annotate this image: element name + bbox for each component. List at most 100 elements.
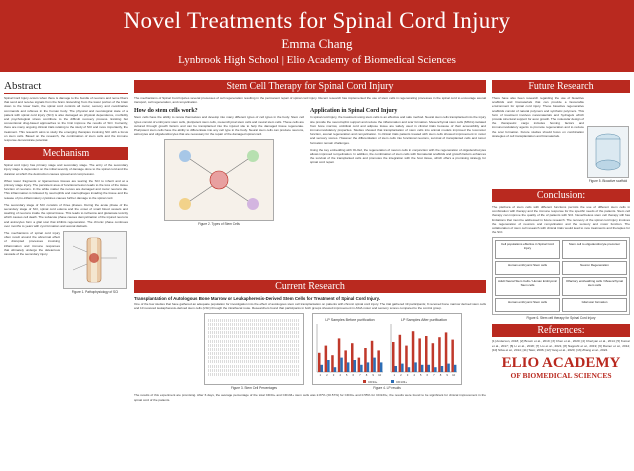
mechanism-text-1: Spinal cord injury has primary stage and… (4, 163, 128, 176)
bioactive-scaffold-caption: Figure 5. Bioactive scaffold (588, 179, 628, 183)
bar-CD133+ (427, 365, 431, 373)
bar-CD133+ (366, 362, 370, 373)
bioactive-scaffold-figure (587, 126, 629, 178)
bar-CD34+ (344, 350, 347, 373)
bar-CD133+ (353, 360, 357, 373)
bar-CD34+ (438, 337, 441, 373)
mechanism-text-3: The secondary stage of SCI consists of t… (4, 202, 128, 228)
logo-line-2: OF BIOMEDICAL SCIENCES (510, 371, 612, 381)
bar-CD133+ (320, 365, 324, 373)
bar-CD34+ (425, 336, 428, 373)
x-tick-label: 2 (400, 373, 402, 377)
mechanism-text-4: The mechanisms of spinal cord injury oft… (4, 231, 60, 257)
bar-CD133+ (333, 367, 337, 373)
x-tick-label: 4 (339, 373, 341, 377)
poster-affiliation: Lynbrook High School | Elio Academy of B… (178, 54, 456, 66)
current-research-text: One of the few studies that have gathere… (134, 302, 486, 311)
bar-CD133+ (447, 364, 450, 373)
current-research-heading: Current Research (134, 280, 486, 293)
conclusion-caption: Figure 6. Stem cell therapy for Spinal C… (526, 316, 596, 321)
poster-author: Emma Chang (281, 36, 353, 51)
legend-label: CD133+ (396, 380, 407, 384)
conclusion-box: Olfactory ensheathing cells / Mesenchyma… (562, 277, 627, 296)
how-stem-cells-text: Stem cells have the ability to renew the… (134, 115, 304, 137)
bar-CD34+ (431, 343, 435, 373)
bar-CD133+ (453, 365, 457, 373)
conclusion-box: Neuron Regeneration (562, 260, 627, 276)
right-column: Future Research There have also been res… (492, 80, 630, 468)
bar-CD133+ (407, 367, 411, 373)
application-heading: Application in Spinal Cord Injury (310, 108, 398, 115)
logo-line-1: ELIO ACADEMY (501, 355, 621, 372)
x-tick-label: 7 (359, 373, 361, 377)
abstract-rule (4, 93, 128, 94)
pathophysiology-caption: Figure 1. Pathophysiology of SCI (71, 290, 119, 295)
x-tick-label: 9 (446, 373, 448, 377)
bar-CD133+ (346, 362, 350, 373)
bar-CD133+ (401, 364, 404, 373)
how-stem-cells-heading: How do stem cells work? (134, 108, 198, 115)
bar-CD34+ (444, 332, 448, 373)
references-heading: References: (492, 324, 630, 338)
legend-swatch (391, 380, 394, 384)
poster-header: Novel Treatments for Spinal Cord Injury … (0, 0, 634, 72)
conclusion-box: Human embryonic Stem cells (495, 297, 560, 313)
mechanism-text-2: When lower fragments or ligamentous tiss… (4, 178, 128, 200)
x-tick-label: 6 (353, 373, 355, 377)
chart-title: LP Samples After purification (401, 318, 447, 322)
x-tick-label: 10 (378, 373, 382, 377)
x-tick-label: 2 (326, 373, 328, 377)
pathophysiology-figure (63, 231, 127, 290)
abstract-text: Spinal Cord Injury occurs when there is … (4, 96, 128, 143)
bar-CD133+ (340, 358, 343, 373)
bar-CD34+ (451, 340, 454, 373)
mechanism-heading: Mechanism (4, 147, 128, 161)
bar-CD133+ (394, 366, 398, 373)
x-tick-label: 8 (440, 373, 442, 377)
legend-label: CD34+ (368, 380, 378, 384)
chart-title: LP Samples Before purification (325, 318, 374, 322)
bar-CD34+ (318, 353, 321, 373)
conclusion-box: Human embryonic Stem cells (495, 260, 560, 276)
scaffold-illustration (595, 133, 621, 171)
x-tick-label: 6 (427, 373, 429, 377)
x-tick-label: 3 (333, 373, 335, 377)
bar-CD34+ (337, 338, 341, 373)
stem-cell-intro: The mechanisms of Spinal Cord Injuries s… (134, 96, 486, 105)
x-tick-label: 1 (320, 373, 322, 377)
center-column: Stem Cell Therapy for Spinal Cord Injury… (134, 80, 486, 468)
bar-CD34+ (351, 343, 354, 373)
x-tick-label: 4 (413, 373, 415, 377)
x-tick-label: 5 (420, 373, 422, 377)
stem-cell-diagram (179, 150, 259, 211)
conclusion-heading: Conclusion: (492, 189, 630, 202)
x-tick-label: 5 (346, 373, 348, 377)
x-tick-label: 7 (433, 373, 435, 377)
stem-cell-percentages-table (204, 313, 304, 386)
stem-cell-percentages-caption: Figure 3. Stem Cell Percentages (230, 386, 278, 391)
elio-academy-logo: ELIO ACADEMY OF BIOMEDICAL SCIENCES (492, 355, 630, 381)
current-research-result: The results of this experiment are promi… (134, 393, 486, 402)
bar-CD34+ (418, 338, 421, 373)
bar-CD34+ (364, 348, 367, 373)
bar-CD133+ (434, 367, 437, 373)
conclusion-box: Glial scar formation (562, 297, 627, 313)
conclusion-box: Cell populations effective in Spinal Cor… (495, 240, 560, 259)
conclusion-box: Adult Neural Stem Cells / Human Embryoni… (495, 277, 560, 296)
future-research-heading: Future Research (492, 80, 630, 93)
bar-CD133+ (440, 366, 444, 373)
stem-cell-heading: Stem Cell Therapy for Spinal Cord Injury (134, 80, 486, 93)
application-text: In spinal cord injury, the treatment usi… (310, 115, 486, 145)
bar-CD34+ (411, 331, 415, 373)
bar-CD34+ (377, 350, 380, 373)
bar-CD133+ (373, 358, 376, 373)
x-tick-label: 10 (452, 373, 456, 377)
lp-results-caption: Figure 4. LP results (373, 386, 401, 391)
bar-CD133+ (420, 365, 424, 373)
bar-CD133+ (327, 360, 330, 373)
bar-CD133+ (379, 362, 383, 373)
conclusion-box: Stem cell to oligodendrocyte precursor (562, 240, 627, 259)
abstract-heading: Abstract (4, 80, 42, 92)
